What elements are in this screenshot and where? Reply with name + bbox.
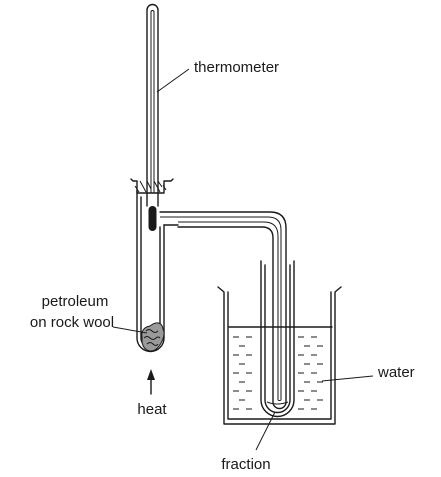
label-fraction: fraction — [221, 456, 270, 473]
label-petroleum-line1: petroleum — [42, 293, 109, 310]
rock-wool-sample — [141, 322, 165, 352]
beaker — [217, 286, 342, 425]
thermometer-leader — [156, 68, 190, 93]
water-leader — [321, 375, 374, 382]
heat-arrow — [147, 369, 155, 395]
stopper — [130, 178, 174, 194]
label-thermometer: thermometer — [194, 59, 279, 76]
collection-tube — [260, 260, 295, 418]
label-heat: heat — [137, 401, 167, 418]
label-water: water — [377, 364, 415, 381]
petroleum-leader — [112, 326, 148, 334]
thermometer-bulb — [148, 206, 157, 231]
delivery-tube — [159, 211, 287, 410]
label-petroleum-line2: on rock wool — [30, 314, 114, 331]
fraction-leader — [255, 411, 276, 451]
thermometer — [146, 3, 159, 231]
water-dashes — [233, 336, 323, 410]
